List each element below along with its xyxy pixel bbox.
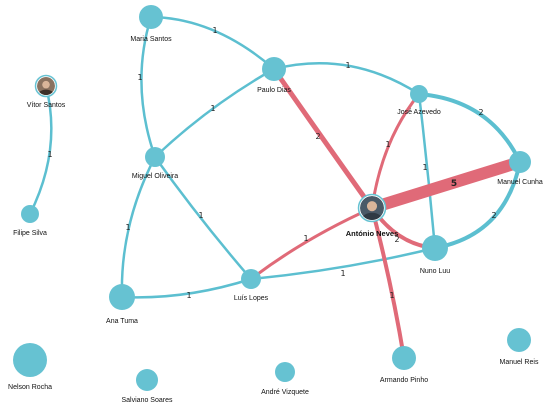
node-circle [13,343,47,377]
edge-weight-ana-luis: 1 [186,291,191,300]
edge-maria-paulo[interactable] [149,15,276,71]
node-circle [136,369,158,391]
avatar-photo-icon [37,77,55,95]
edge-weight-paulo-jose: 1 [345,61,350,70]
node-label: Manuel Cunha [497,179,543,186]
edge-antonio-manuel_cunha[interactable] [366,156,526,214]
node-manuel-reis[interactable]: Manuel Reis [500,328,539,366]
edge-jose-antonio[interactable] [370,92,421,210]
node-circle [422,235,448,261]
node-label: Ana Tuma [106,318,138,325]
edge-ana-luis[interactable] [120,277,253,299]
node-paulo[interactable]: Paulo Dias [257,57,291,94]
node-label: António Neves [346,229,399,238]
edge-jose-nuno[interactable] [417,92,437,250]
edge-weight-antonio-manuel_cunha: 5 [451,179,457,189]
edge-weight-luis-nuno: 1 [340,269,345,278]
edge-weight-antonio-nuno: 2 [394,235,399,244]
node-manuel-cunha[interactable]: Manuel Cunha [497,151,543,186]
node-label: Miguel Oliveira [132,173,178,180]
node-label: Luís Lopes [234,295,269,302]
edge-paulo-antonio[interactable] [271,66,375,211]
node-circle [241,269,261,289]
node-label: Armando Pinho [380,377,428,384]
node-circle [139,5,163,29]
node-luis[interactable]: Luís Lopes [234,269,269,302]
node-label: Nelson Rocha [8,384,52,391]
edge-nuno-manuel_cunha[interactable] [433,160,522,250]
edge-jose-manuel_cunha[interactable] [417,92,522,164]
edge-weight-miguel-luis: 1 [198,211,203,220]
edge-paulo-jose[interactable] [272,62,421,96]
edge-weight-jose-antonio: 1 [385,140,390,149]
edge-weight-paulo-antonio: 2 [315,132,320,141]
node-circle [392,346,416,370]
node-nuno[interactable]: Nuno Luu [420,235,450,275]
edge-luis-nuno[interactable] [249,246,437,281]
node-label: Paulo Dias [257,87,291,94]
node-nelson[interactable]: Nelson Rocha [8,343,52,391]
node-antonio[interactable]: António Neves [346,193,399,239]
node-circle [507,328,531,352]
edges-layer: 1 1 1 1 2 1 2 1 1 5 2 2 1 1 1 1 1 1 [28,15,526,360]
edge-weight-miguel-paulo: 1 [210,104,215,113]
node-vitor[interactable]: Vítor Santos [27,74,66,110]
edge-luis-antonio[interactable] [249,206,374,281]
node-circle [509,151,531,173]
node-circle [21,205,39,223]
edge-miguel-ana[interactable] [120,155,157,299]
edge-weight-nuno-manuel_cunha: 2 [491,211,496,220]
node-circle [410,85,428,103]
node-miguel[interactable]: Miguel Oliveira [132,147,178,180]
node-label: Nuno Luu [420,268,450,275]
edge-weight-jose-nuno: 1 [422,163,427,172]
node-label: André Vizquete [261,389,309,396]
edge-weight-antonio-armando: 1 [389,291,394,300]
node-circle [145,147,165,167]
node-label: Salviano Soares [122,397,173,404]
node-filipe[interactable]: Filipe Silva [13,205,47,237]
node-label: Maria Santos [130,36,172,43]
node-label: Manuel Reis [500,359,539,366]
node-label: Filipe Silva [13,230,47,237]
node-label: Vítor Santos [27,102,66,109]
edge-vitor-filipe[interactable] [28,84,53,216]
node-salviano[interactable]: Salviano Soares [122,369,173,404]
avatar-photo-icon [360,196,384,220]
node-jose[interactable]: José Azevedo [397,85,441,116]
node-label: José Azevedo [397,109,441,116]
node-andre[interactable]: André Vizquete [261,362,309,396]
edge-weight-vitor-filipe: 1 [47,150,52,159]
edge-weight-maria-paulo: 1 [212,26,217,35]
node-circle [109,284,135,310]
node-circle [275,362,295,382]
edge-antonio-armando[interactable] [370,206,406,360]
node-circle [262,57,286,81]
edge-weight-luis-antonio: 1 [303,234,308,243]
edge-weight-miguel-ana: 1 [125,223,130,232]
edge-weight-maria-miguel: 1 [137,73,142,82]
edge-maria-miguel[interactable] [140,15,157,159]
node-armando[interactable]: Armando Pinho [380,346,428,384]
edge-miguel-paulo[interactable] [153,67,276,159]
edge-miguel-luis[interactable] [153,155,253,281]
node-ana[interactable]: Ana Tuma [106,284,138,325]
edge-weight-jose-manuel_cunha: 2 [478,108,483,117]
node-maria[interactable]: Maria Santos [130,5,172,43]
